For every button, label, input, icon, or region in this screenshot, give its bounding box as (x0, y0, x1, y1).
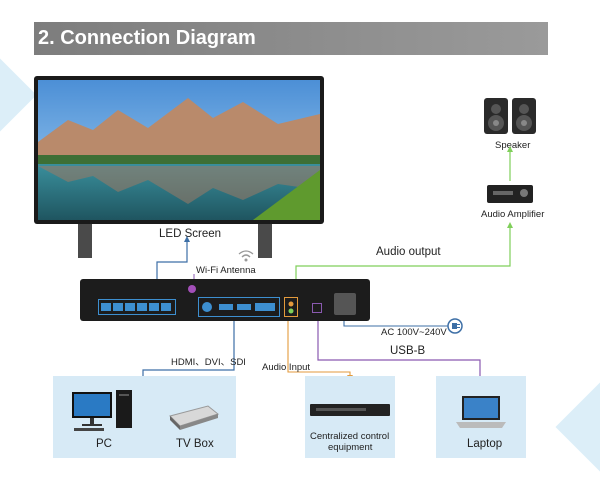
power-plug-icon (447, 318, 463, 334)
power-socket (334, 293, 356, 315)
audio-amplifier (487, 185, 533, 203)
video-input-ports (198, 297, 280, 317)
tv-box-icon (166, 404, 220, 430)
centralized-control-label: Centralized control (310, 431, 390, 442)
video-controller (80, 279, 370, 321)
video-inputs-label: HDMI、DVI、SDI (171, 357, 246, 368)
ac-power-label: AC 100V~240V (381, 327, 447, 338)
section-title: 2. Connection Diagram (34, 22, 548, 55)
usb-port (312, 303, 322, 313)
centralized-control-icon (310, 404, 390, 416)
audio-input-label: Audio Input (262, 362, 311, 373)
speaker (482, 96, 538, 138)
pc-label: PC (96, 438, 112, 450)
led-screen (34, 76, 324, 224)
tv-box-label: TV Box (176, 438, 214, 450)
audio-ports (284, 297, 298, 317)
screen-leg-left (78, 224, 92, 258)
landscape-image (38, 80, 320, 220)
equipment-label: equipment (328, 442, 373, 453)
led-screen-label: LED Screen (159, 228, 222, 240)
wifi-antenna-label: Wi-Fi Antenna (196, 265, 256, 276)
pc-icon (72, 390, 134, 432)
rj45-port-group (98, 299, 176, 315)
screen-leg-right (258, 224, 272, 258)
speaker-label: Speaker (495, 140, 531, 151)
usb-b-label: USB-B (390, 345, 426, 357)
wifi-antenna-icon (236, 248, 256, 264)
centralized-control-panel (305, 376, 395, 458)
audio-output-label: Audio output (376, 246, 441, 258)
laptop-label: Laptop (467, 438, 503, 450)
laptop-icon (454, 394, 508, 430)
audio-amplifier-label: Audio Amplifier (481, 209, 545, 220)
antenna-port (188, 285, 196, 293)
